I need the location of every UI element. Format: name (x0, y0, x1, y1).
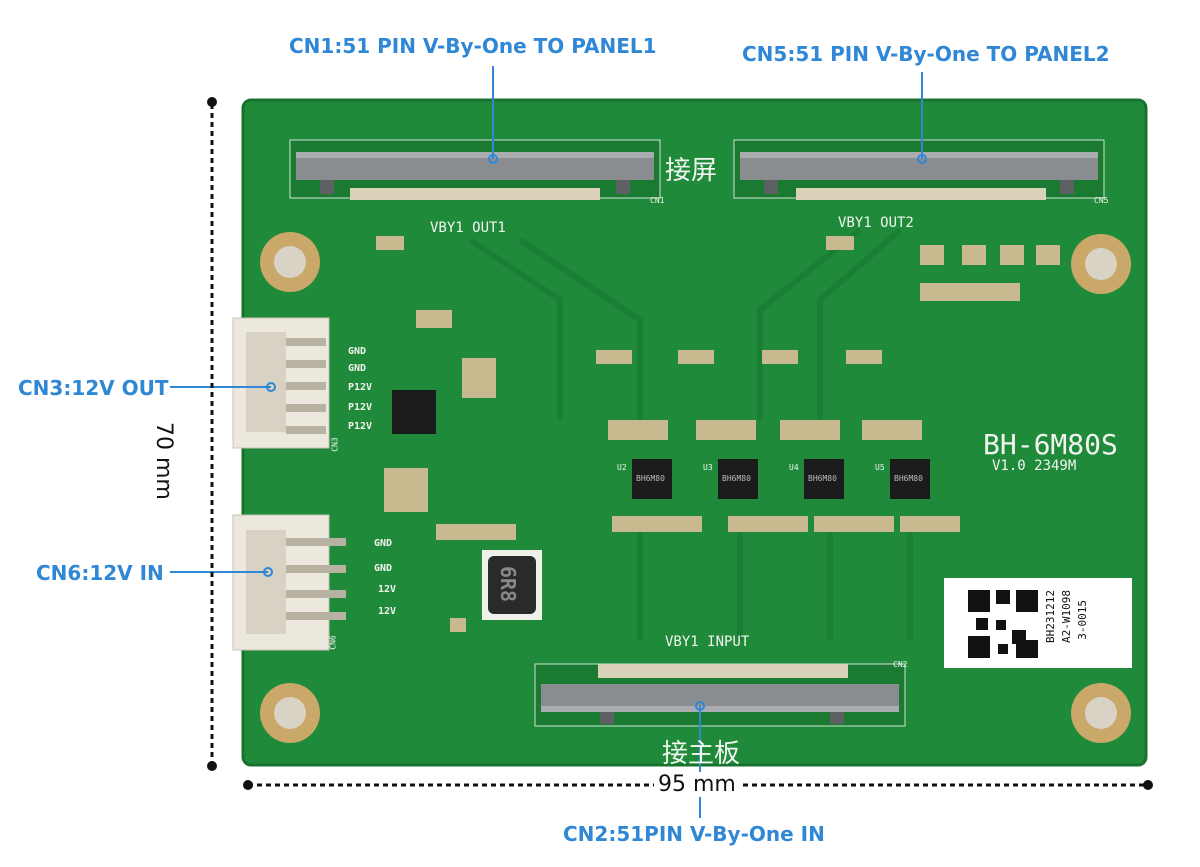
ref-cn6: CN6 (328, 635, 338, 650)
callout-cn1: CN1:51 PIN V-By-One TO PANEL1 (289, 34, 657, 58)
callout-cn2: CN2:51PIN V-By-One IN (563, 822, 825, 846)
mounting-hole (1071, 683, 1131, 743)
board-model: BH-6M80S (983, 428, 1118, 461)
chip-u3-marking: BH6M80 (722, 474, 751, 483)
label-screen-cn: 接屏 (665, 156, 718, 186)
cn3-pin-1: GND (348, 346, 367, 357)
chip-u4-marking: BH6M80 (808, 474, 837, 483)
ref-cn3: CN3 (330, 437, 340, 452)
ref-cn5: CN5 (1094, 196, 1109, 205)
qr-label-line-2: A2-W1098 (1060, 590, 1073, 643)
cn5-connector (733, 139, 1105, 200)
chip-u4-ref: U4 (789, 463, 799, 472)
callout-lines (170, 66, 923, 818)
board-version: V1.0 2349M (992, 458, 1077, 474)
ref-cn2: CN2 (893, 660, 908, 669)
cn6-pin-4: 12V (378, 606, 397, 617)
cn2-connector (534, 663, 906, 727)
chip-u2-ref: U2 (617, 463, 627, 472)
qr-label-line-1: BH231212 (1044, 590, 1057, 643)
label-main-cn: 接主板 (662, 739, 741, 769)
passive-components (376, 236, 1060, 632)
callout-cn6: CN6:12V IN (36, 561, 164, 585)
callout-cn5: CN5:51 PIN V-By-One TO PANEL2 (742, 42, 1110, 66)
cn6-pin-3: 12V (378, 584, 397, 595)
mounting-hole (260, 683, 320, 743)
cn3-pin-2: GND (348, 363, 367, 374)
qr-label (944, 578, 1132, 668)
height-dimension-label: 70 mm (151, 418, 176, 504)
label-vby1-input: VBY1 INPUT (665, 634, 750, 650)
mounting-hole (260, 232, 320, 292)
cn6-pin-2: GND (374, 563, 393, 574)
chip-u6 (392, 390, 436, 434)
chip-u5-ref: U5 (875, 463, 885, 472)
qr-label-line-3: 3-0015 (1076, 600, 1089, 640)
chip-u5 (890, 459, 930, 499)
label-vby1-out2: VBY1 OUT2 (838, 215, 914, 231)
pcb-board (243, 100, 1146, 765)
label-vby1-out1: VBY1 OUT1 (430, 220, 506, 236)
callout-cn3: CN3:12V OUT (18, 376, 169, 400)
cn3-pin-5: P12V (348, 421, 373, 432)
cn3-connector (232, 317, 330, 449)
chip-u3 (718, 459, 758, 499)
chip-u2 (632, 459, 672, 499)
inductor-l1 (482, 550, 542, 620)
cn3-pin-3: P12V (348, 382, 373, 393)
pcb-traces (468, 227, 913, 640)
mounting-hole (1071, 234, 1131, 294)
cn6-connector (232, 514, 346, 651)
chip-u5-marking: BH6M80 (894, 474, 923, 483)
cn6-pin-1: GND (374, 538, 393, 549)
ref-cn1: CN1 (650, 196, 665, 205)
cn3-pin-4: P12V (348, 402, 373, 413)
chip-u4 (804, 459, 844, 499)
width-dimension-label: 95 mm (654, 772, 740, 797)
chip-u2-marking: BH6M80 (636, 474, 665, 483)
chip-u3-ref: U3 (703, 463, 713, 472)
cn1-connector (289, 139, 661, 200)
inductor-marking: 6R8 (496, 565, 521, 603)
